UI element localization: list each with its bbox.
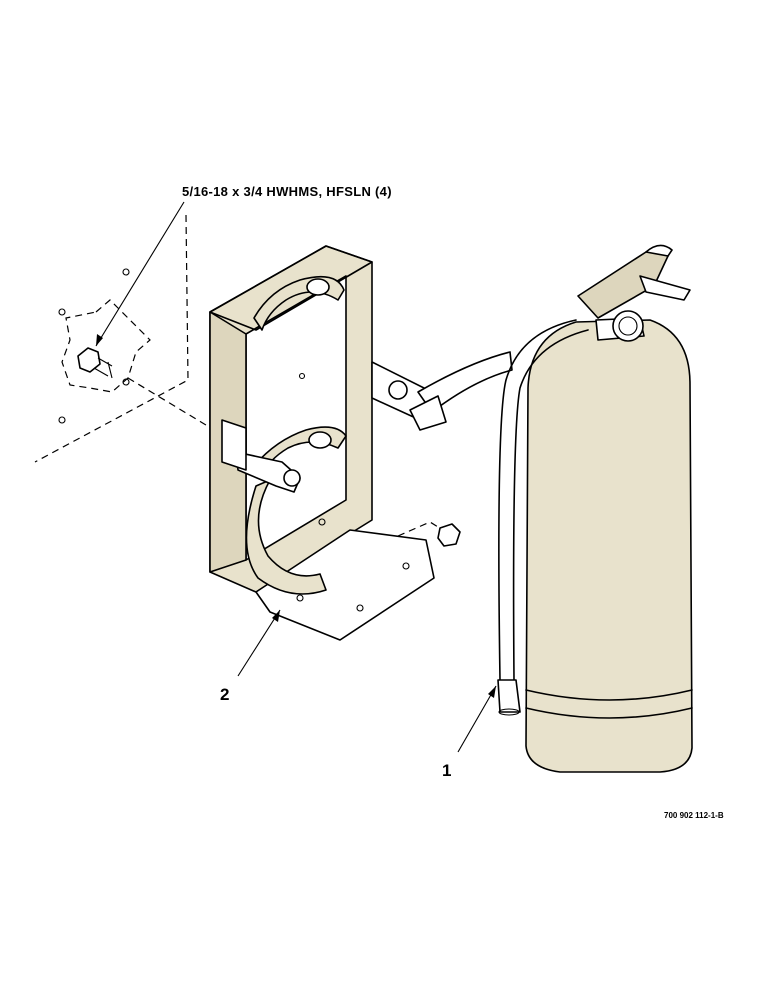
figure-reference: 700 902 112-1-B (664, 811, 724, 820)
fire-extinguisher (497, 244, 693, 773)
extinguisher-leader-line (457, 685, 497, 753)
bracket-assembly (209, 245, 513, 641)
bracket-leader-arrow (272, 610, 280, 622)
item-number-2: 2 (220, 685, 229, 704)
hardware-callout: 5/16-18 x 3/4 HWHMS, HFSLN (4) (182, 184, 392, 199)
bolt-hardware (77, 347, 130, 386)
item-number-1: 1 (442, 761, 451, 780)
hardware-leader-arrow (96, 334, 103, 346)
extinguisher-leader-arrow (488, 686, 496, 698)
bracket-leader-line (237, 609, 281, 677)
hardware-leader-line (95, 201, 185, 347)
mounting-surface (34, 214, 207, 463)
